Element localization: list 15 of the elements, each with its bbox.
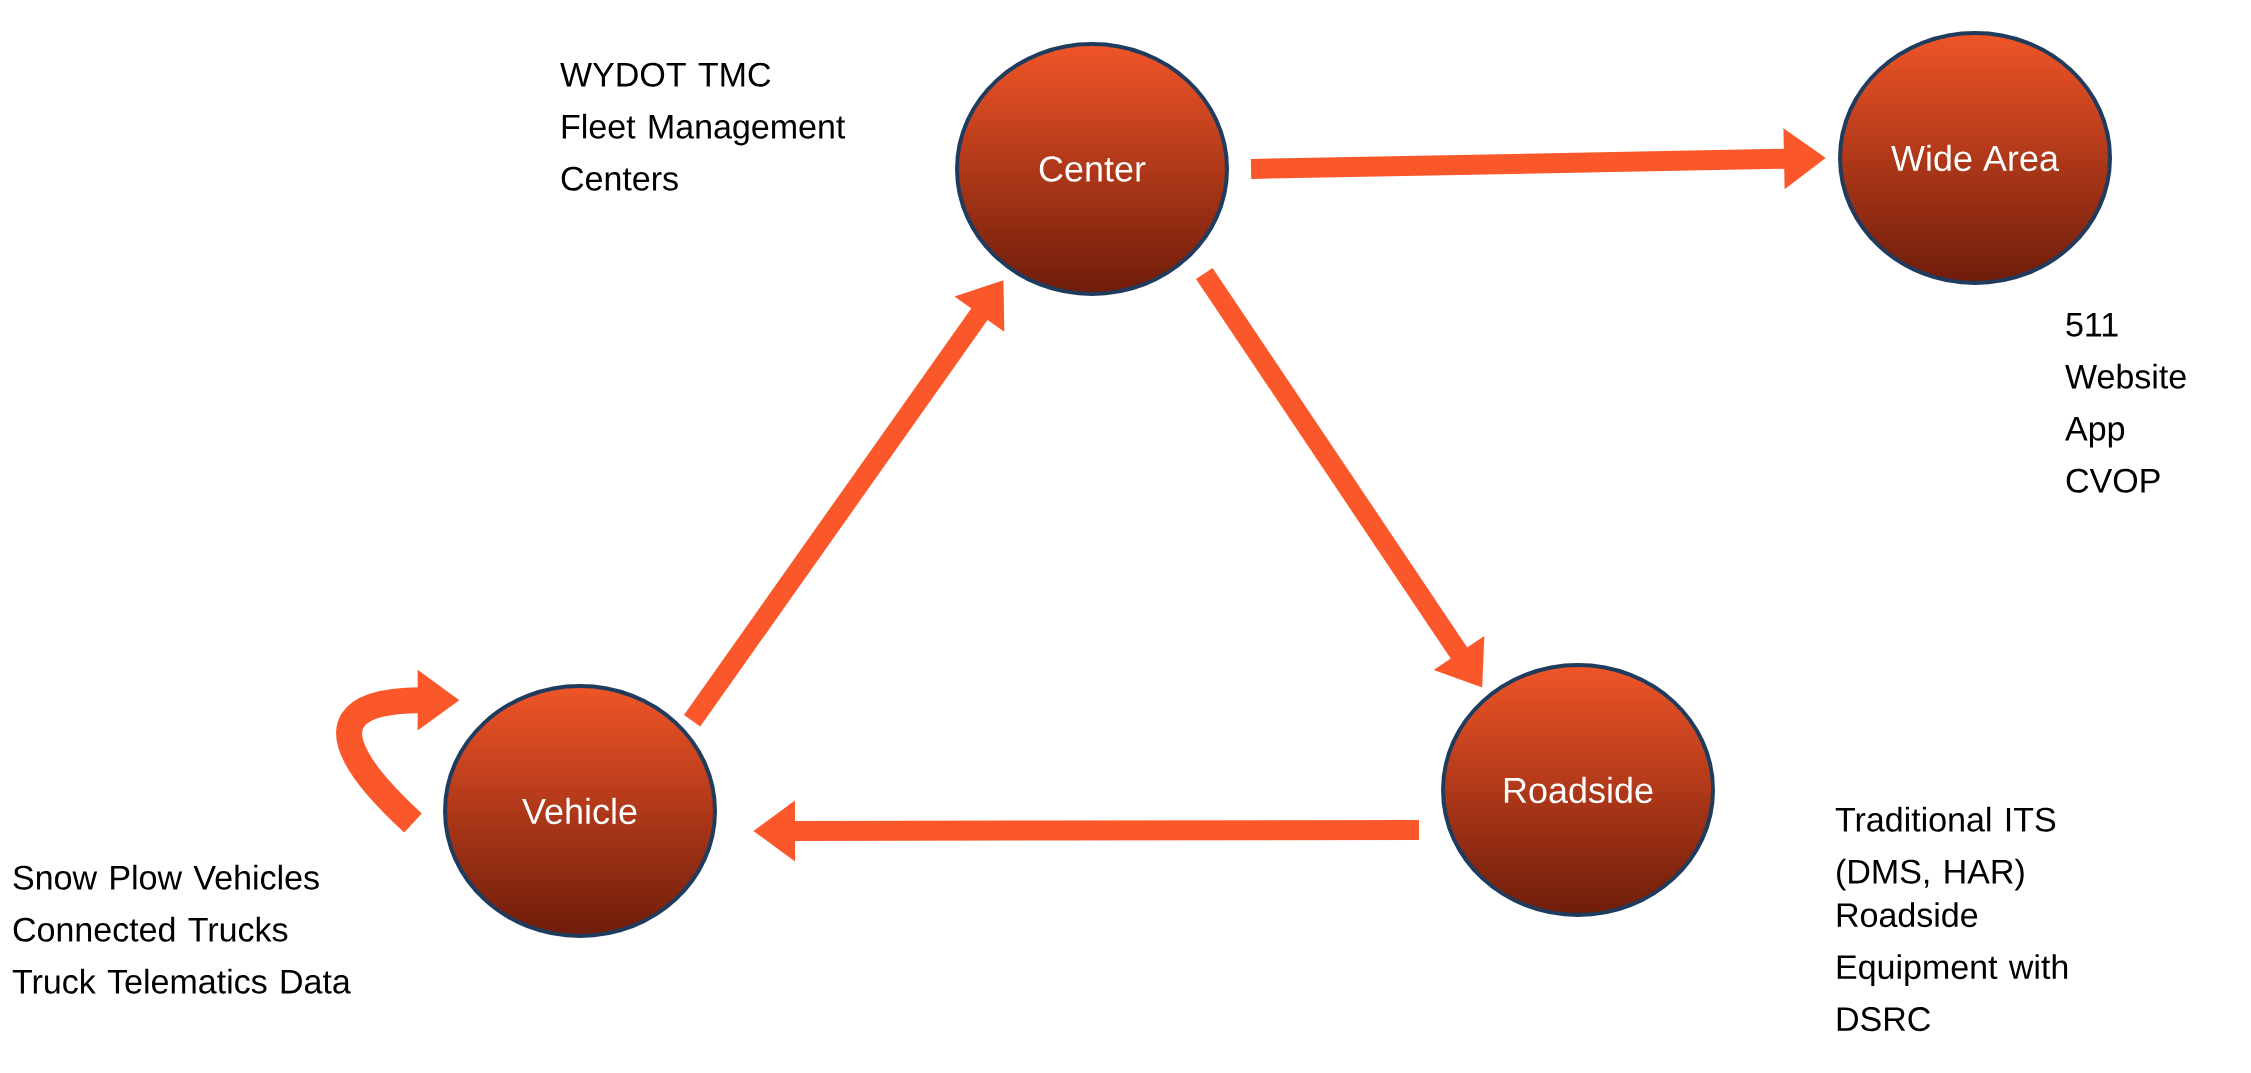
note-text: WYDOT TMC: [560, 62, 771, 87]
circle-node: Roadside: [1441, 663, 1715, 917]
note-text: Website: [2065, 363, 2186, 389]
note-text: Roadside Equipment with DSRC: [1837, 902, 2068, 1032]
note-text: Snow Plow Vehicles: [13, 864, 319, 890]
note-text: CVOP: [2066, 468, 2160, 493]
note-text: App: [2065, 417, 2125, 448]
circle-node: Wide Area: [1838, 31, 2112, 285]
note-text: Connected Trucks: [13, 916, 288, 942]
note-text: Fleet Management Centers: [561, 113, 846, 191]
note-text: Traditional ITS (DMS, HAR): [1835, 806, 2056, 891]
note-text: 511: [2066, 313, 2118, 337]
circle-node: Vehicle: [443, 684, 717, 938]
circle-node: Center: [955, 42, 1229, 296]
note-text: Truck Telematics Data: [12, 968, 351, 994]
